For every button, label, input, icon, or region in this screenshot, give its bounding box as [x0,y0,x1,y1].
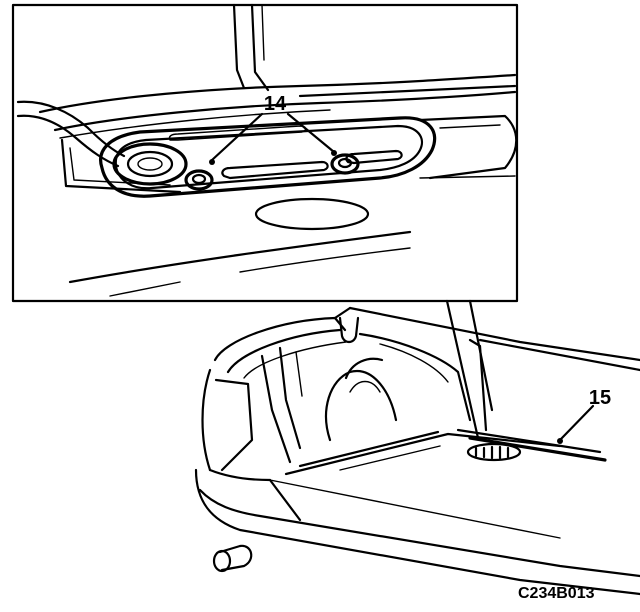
callout-14-leader-right [286,112,336,154]
callout-15-leader [558,404,595,442]
rear-bumper [194,468,640,596]
inset-frame [11,3,519,303]
vehicle-rear: 15 [194,306,640,596]
callout-14-leader-left [210,112,264,162]
exhaust-pipe [218,544,253,572]
trunk-floor [284,432,562,476]
access-opening [254,197,370,231]
fastener-nut-right [330,153,360,175]
callout-14-label: 14 [264,93,287,115]
figure-id: C234B013 [518,585,595,602]
inset-to-vehicle-leader [445,299,480,440]
detail-inset: 14 [11,3,519,303]
trunk-floor-panel [468,436,607,462]
callout-15-label: 15 [589,387,611,409]
cable-grommet [112,142,188,186]
floor-panel-vents [466,442,522,462]
fastener-nut-left [184,169,214,191]
mounting-plate [99,116,437,198]
